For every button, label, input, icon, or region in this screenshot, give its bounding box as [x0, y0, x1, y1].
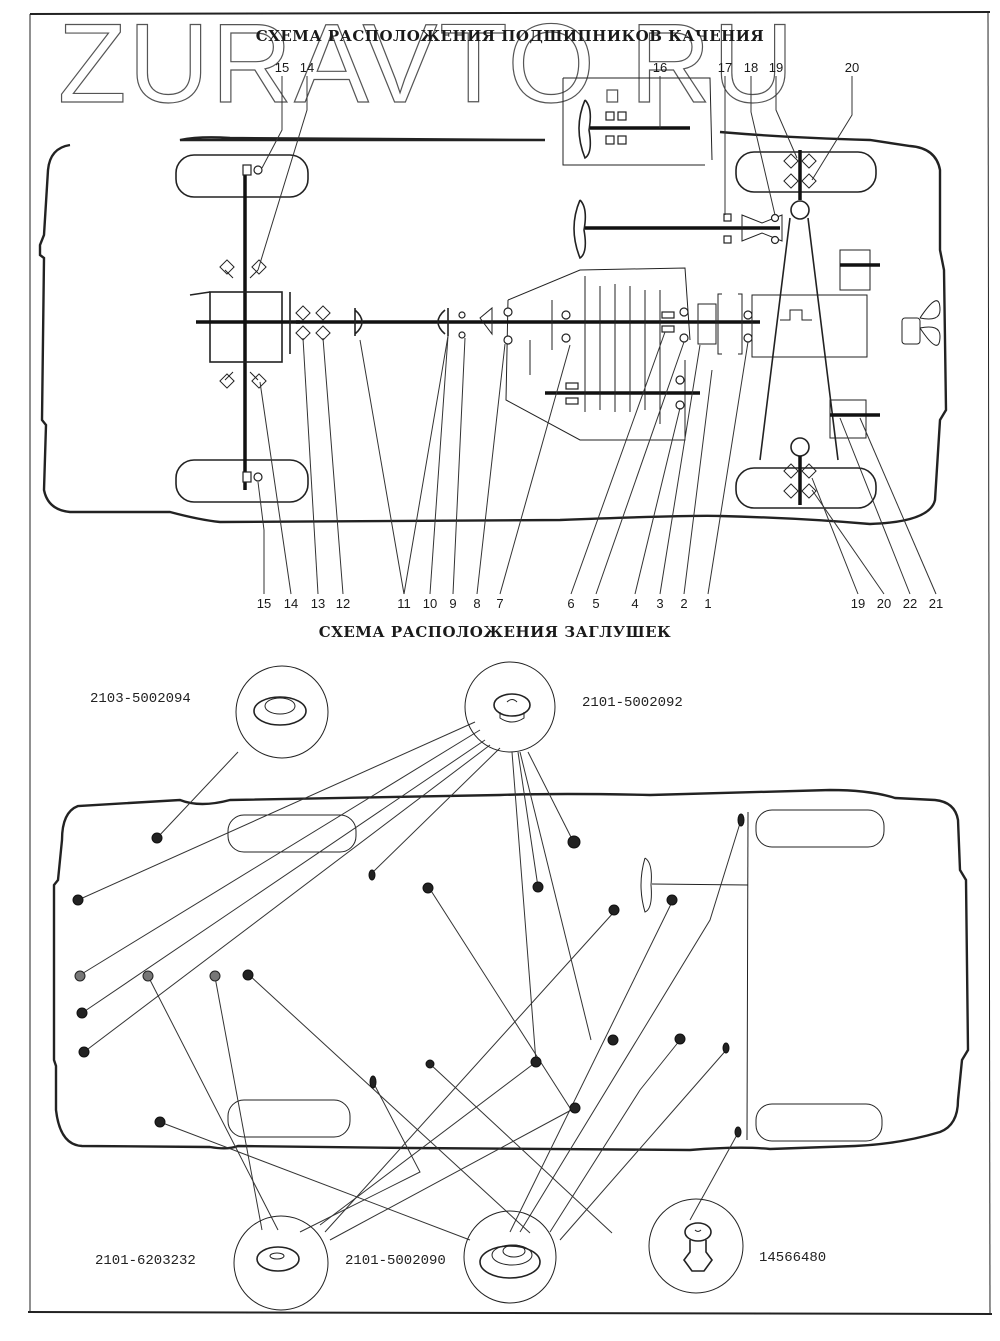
- label-3: 3: [656, 596, 663, 611]
- wheel-front-right: [735, 467, 877, 509]
- bearings-title: СХЕМА РАСПОЛОЖЕНИЯ ПОДШИПНИКОВ КАЧЕНИЯ: [256, 27, 764, 45]
- label-6: 6: [567, 596, 574, 611]
- wheel-well-rear-right: [227, 1099, 351, 1138]
- plug-leaders: [77, 721, 742, 1241]
- label-7: 7: [496, 596, 503, 611]
- wheel-rear-right: [175, 459, 309, 503]
- label-10: 10: [423, 596, 437, 611]
- part-number: 2101-5002092: [582, 695, 683, 711]
- label-9: 9: [449, 596, 456, 611]
- label-18-top: 18: [744, 60, 758, 75]
- pin-clip-plug-icon: [683, 1222, 713, 1272]
- label-16-top: 16: [653, 60, 667, 75]
- part-number: 14566480: [759, 1250, 826, 1266]
- top-leaders: [257, 76, 853, 271]
- plug-markers: [72, 813, 745, 1138]
- label-11: 11: [397, 596, 411, 611]
- part-callout-2101-5002092: 2101-5002092: [464, 661, 683, 753]
- label-1: 1: [704, 596, 711, 611]
- car-body-top: [38, 130, 948, 526]
- wheel-rear-left: [175, 154, 309, 198]
- part-callout-2101-6203232: 2101-6203232: [95, 1215, 329, 1311]
- flat-cap-plug-icon: [256, 1246, 300, 1272]
- part-number: 2101-5002090: [345, 1253, 446, 1269]
- label-2: 2: [680, 596, 687, 611]
- watermark: ZURAVTO.RU: [58, 1, 796, 126]
- plugs-title: СХЕМА РАСПОЛОЖЕНИЯ ЗАГЛУШЕК: [319, 623, 671, 641]
- large-ring-plug-icon: [479, 1245, 541, 1279]
- label-14-top: 14: [300, 60, 314, 75]
- part-number: 2101-6203232: [95, 1253, 196, 1269]
- wheel-well-front-right: [755, 1103, 883, 1142]
- label-15: 15: [257, 596, 271, 611]
- drivetrain-schematic: [189, 77, 941, 505]
- label-5: 5: [592, 596, 599, 611]
- bottom-labels: 15 14 13 12 11 10 9 8 7 6 5 4 3 2 1 19 2…: [257, 596, 943, 611]
- label-13: 13: [311, 596, 325, 611]
- wheel-well-front-left: [755, 809, 885, 848]
- label-14: 14: [284, 596, 298, 611]
- label-20-top: 20: [845, 60, 859, 75]
- label-4: 4: [631, 596, 638, 611]
- page-frame: [27, 11, 993, 1315]
- wheel-well-rear-left: [227, 814, 357, 853]
- label-17-top: 17: [718, 60, 732, 75]
- part-number: 2103-5002094: [90, 691, 191, 707]
- shallow-cup-plug-icon: [253, 696, 307, 726]
- label-12: 12: [336, 596, 350, 611]
- bottom-leaders: [257, 331, 937, 595]
- label-21: 21: [929, 596, 943, 611]
- top-labels: 15 14 16 17 18 19 20: [275, 60, 859, 75]
- wheel-front-left: [735, 151, 877, 193]
- part-callout-14566480: 14566480: [648, 1198, 826, 1294]
- car-body-bottom: [52, 788, 970, 1152]
- part-callout-2103-5002094: 2103-5002094: [90, 665, 329, 759]
- mushroom-plug-icon: [493, 693, 531, 717]
- label-15-top: 15: [275, 60, 289, 75]
- label-22: 22: [903, 596, 917, 611]
- label-19-top: 19: [769, 60, 783, 75]
- part-callout-2101-5002090: 2101-5002090: [345, 1210, 557, 1304]
- label-20: 20: [877, 596, 891, 611]
- label-19: 19: [851, 596, 865, 611]
- label-8: 8: [473, 596, 480, 611]
